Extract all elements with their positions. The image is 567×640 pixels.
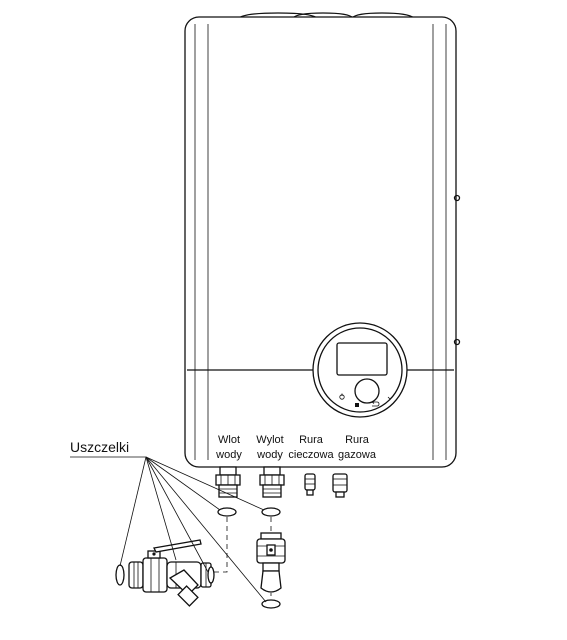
gas-pipe-label-line1: Rura bbox=[345, 434, 370, 446]
unit-housing bbox=[184, 16, 457, 468]
water-inlet-fitting bbox=[215, 466, 241, 498]
back-icon[interactable] bbox=[371, 400, 380, 407]
liquid-pipe-label-line1: Rura bbox=[299, 434, 324, 446]
water-inlet-label-line1: Wlot bbox=[218, 434, 240, 446]
power-icon[interactable] bbox=[339, 393, 345, 400]
inlet-valve-strainer bbox=[115, 539, 215, 607]
gas-pipe-label-line2: gazowa bbox=[338, 449, 377, 461]
water-outlet-label-line1: Wylot bbox=[256, 434, 283, 446]
water-inlet-label-line2: wody bbox=[215, 449, 242, 461]
water-outlet-fitting bbox=[259, 466, 285, 498]
seals-label: Uszczelki bbox=[70, 439, 129, 455]
liquid-pipe-stub bbox=[304, 473, 316, 496]
control-panel bbox=[312, 322, 408, 418]
seal-ring-inlet bbox=[217, 507, 237, 517]
outlet-ball-valve bbox=[256, 532, 286, 609]
connection-labels: Wlot wody Wylot wody Rura cieczowa Rura … bbox=[215, 434, 377, 461]
seals-leader-lines bbox=[70, 456, 267, 603]
water-outlet-label-line2: wody bbox=[256, 449, 283, 461]
control-knob[interactable] bbox=[354, 378, 380, 404]
seal-ring-outlet bbox=[261, 507, 281, 517]
confirm-check-icon[interactable] bbox=[387, 394, 395, 400]
display-screen bbox=[336, 342, 388, 376]
stop-icon[interactable] bbox=[355, 403, 359, 407]
liquid-pipe-label-line2: cieczowa bbox=[288, 449, 334, 461]
gas-pipe-stub bbox=[332, 473, 348, 498]
